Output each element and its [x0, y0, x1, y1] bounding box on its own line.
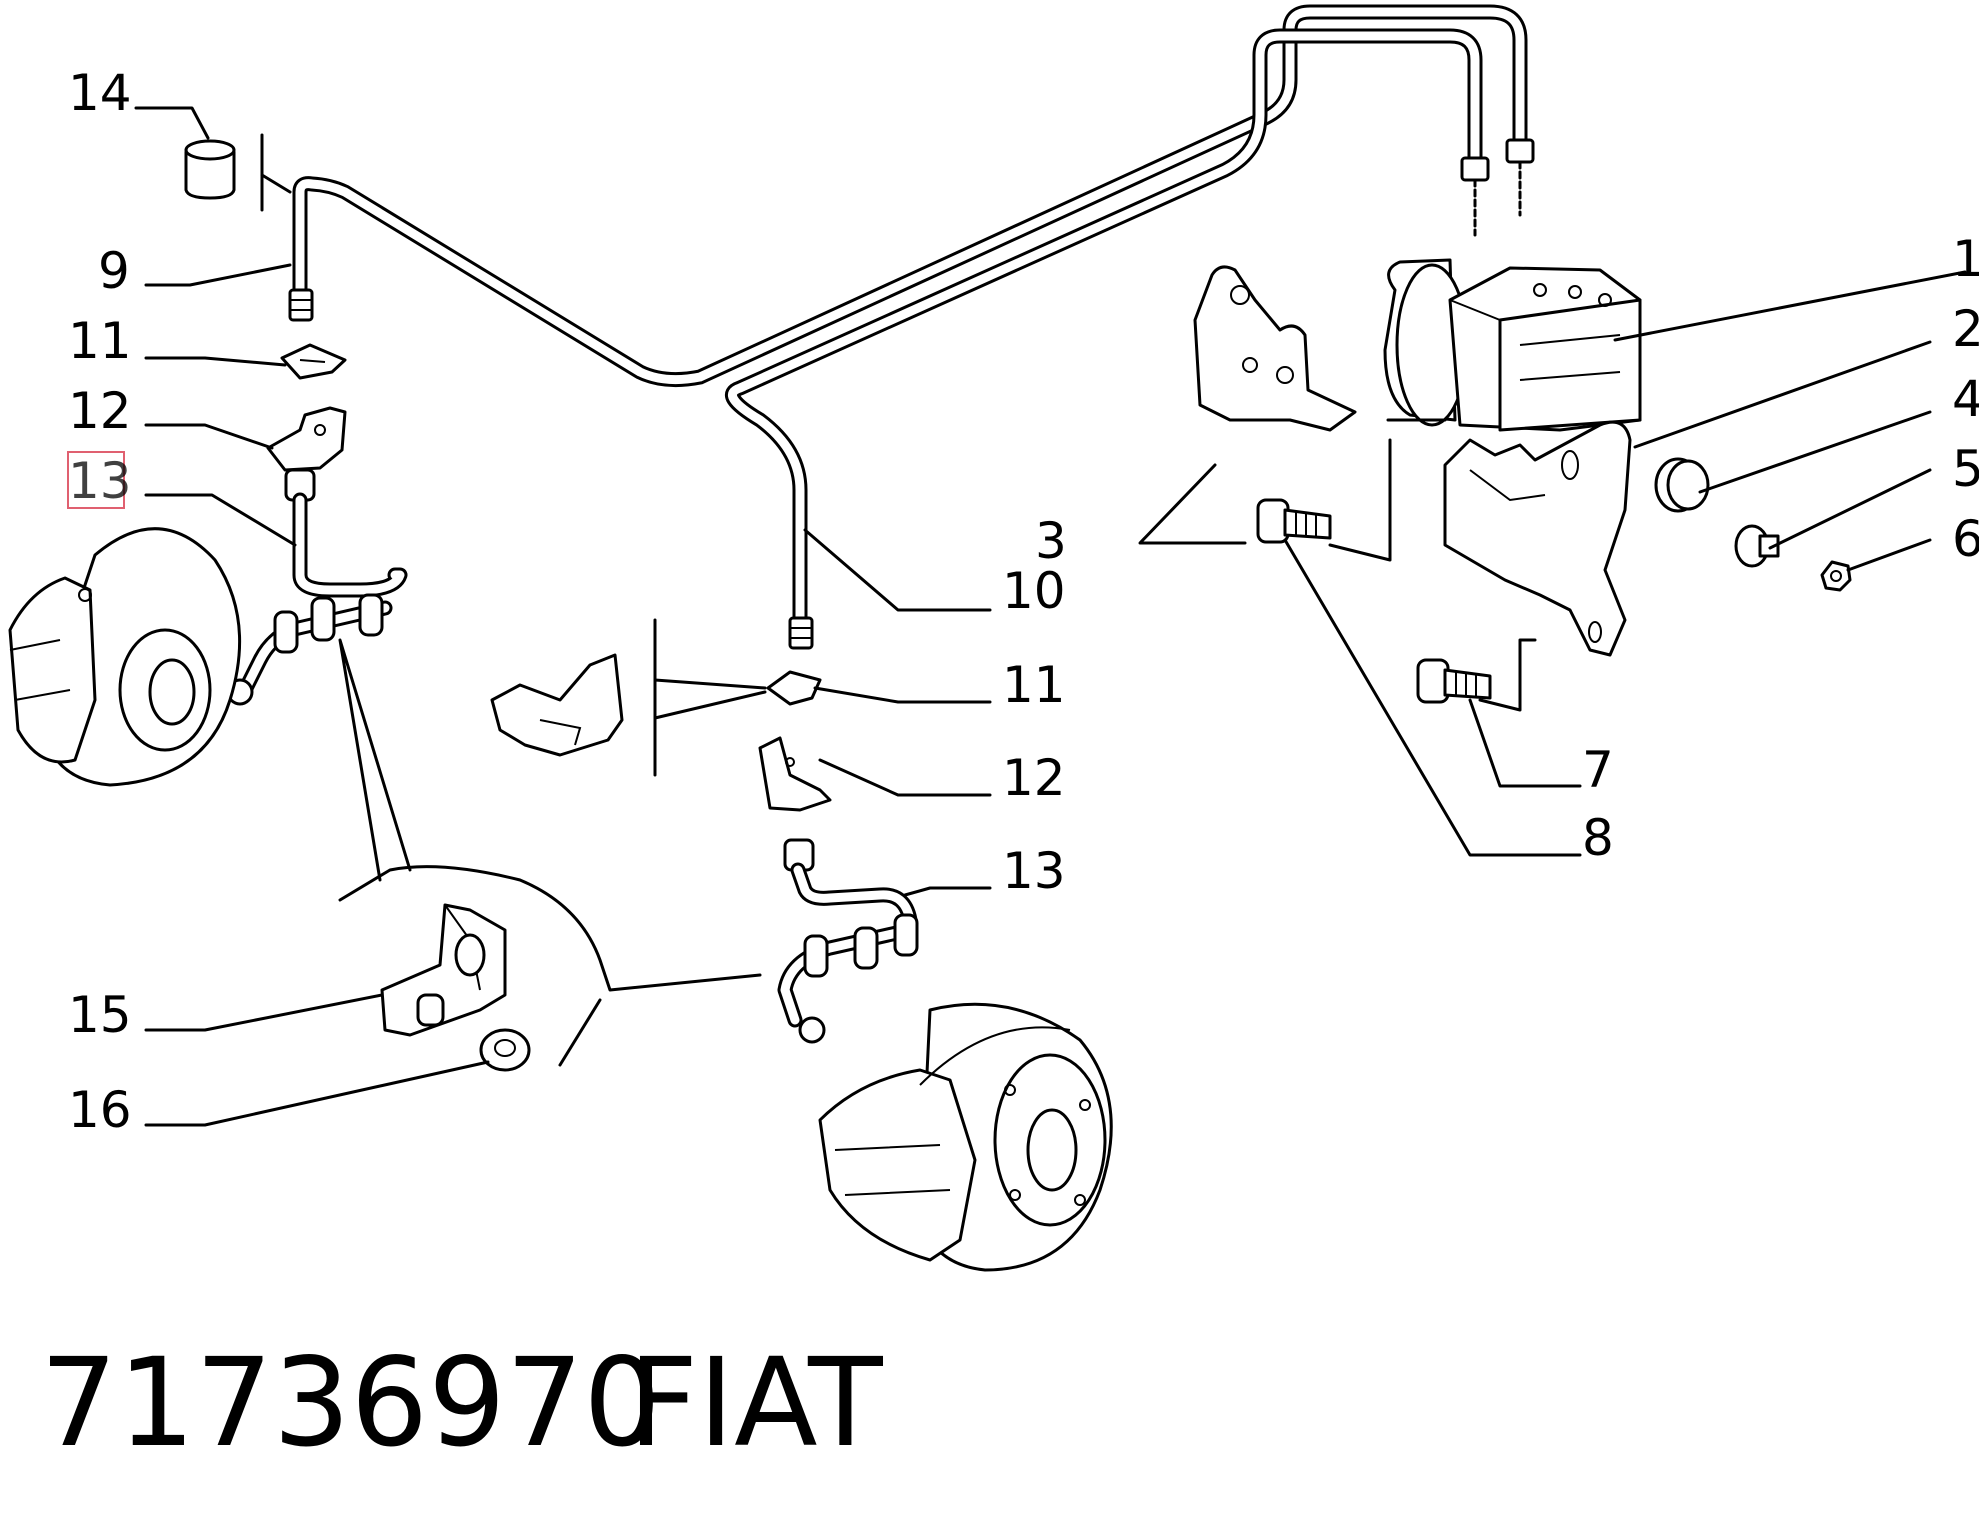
callout-12-middle[interactable]: 12: [1002, 749, 1066, 807]
flex-hoses: [226, 468, 919, 1044]
callout-15[interactable]: 15: [68, 986, 132, 1044]
callout-2[interactable]: 2: [1952, 300, 1979, 358]
callout-9[interactable]: 9: [98, 242, 130, 300]
callout-13-middle[interactable]: 13: [1002, 842, 1066, 900]
part-number: 71736970: [40, 1332, 661, 1474]
callout-4[interactable]: 4: [1952, 370, 1979, 428]
callout-11-left[interactable]: 11: [68, 312, 132, 370]
right-brake-assembly: [818, 1002, 1113, 1272]
left-brake-assembly: [8, 527, 242, 787]
callout-16[interactable]: 16: [68, 1081, 132, 1139]
callout-5[interactable]: 5: [1952, 440, 1979, 498]
callout-3[interactable]: 3: [1035, 512, 1067, 570]
callout-12-left[interactable]: 12: [68, 382, 132, 440]
abs-modulator: [1383, 258, 1642, 432]
leader-lines: [134, 106, 1967, 1127]
callout-6[interactable]: 6: [1952, 510, 1979, 568]
left-components: [184, 139, 832, 812]
bracket-2: [1443, 420, 1632, 657]
bracket-3: [1193, 265, 1357, 432]
callout-7[interactable]: 7: [1582, 741, 1614, 799]
callout-1[interactable]: 1: [1952, 230, 1979, 288]
callout-10[interactable]: 10: [1002, 562, 1066, 620]
brake-pipes: [260, 4, 1535, 650]
footer: 71736970 FIAT: [40, 1332, 883, 1474]
callout-11-middle[interactable]: 11: [1002, 656, 1066, 714]
callout-labels: 1 2 4 5 6 3 7 8 9 10 11 11 12 12 13 13 1…: [67, 64, 1979, 1139]
callout-13-left[interactable]: 13: [68, 452, 132, 510]
callout-8[interactable]: 8: [1582, 809, 1614, 867]
callout-14[interactable]: 14: [68, 64, 132, 122]
highlight-box: [67, 451, 125, 509]
fasteners: [1256, 457, 1852, 704]
hose-bracket-assembly: [338, 865, 762, 1072]
brand-name: FIAT: [628, 1332, 883, 1474]
